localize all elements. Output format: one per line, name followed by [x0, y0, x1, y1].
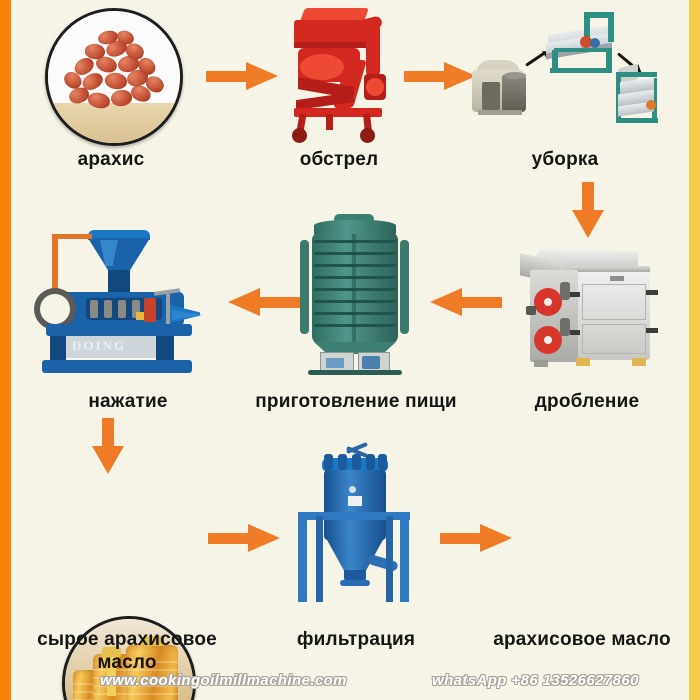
step-label-cooking: приготовление пищи [255, 391, 457, 412]
right-border-stripe [689, 0, 700, 700]
footer-contact: whatsApp +86 13526627860 [432, 672, 639, 689]
step-image-cooking [296, 214, 416, 376]
step-label-crushing: дробление [534, 391, 640, 412]
step-label-filtering: фильтрация [296, 629, 416, 650]
flow-arrow-peanut-to-shelling [206, 62, 278, 90]
flow-arrow-pressing-to-crude-oil [92, 418, 124, 474]
flow-arrow-cleaning-to-crushing [572, 182, 604, 238]
flow-arrow-filtering-to-final-oil [440, 524, 512, 552]
flow-arrow-crushing-to-cooking [430, 288, 502, 316]
flow-arrow-shelling-to-cleaning [404, 62, 476, 90]
step-image-peanut [45, 8, 183, 146]
step-label-pressing: нажатие [88, 391, 168, 412]
step-label-crude-oil: сырое арахисовое масло [37, 629, 217, 673]
step-image-shelling [280, 4, 398, 144]
press-brand-text: DOING [72, 338, 127, 353]
step-label-peanut: арахис [77, 149, 145, 170]
step-image-pressing: DOING [26, 226, 222, 376]
footer-website: www.cookingoilmillmachine.com [100, 672, 347, 689]
step-label-cleaning: уборка [531, 149, 599, 170]
flow-arrow-cooking-to-pressing [228, 288, 300, 316]
connector-arrow-1 [525, 51, 546, 67]
step-image-crude-oil [62, 616, 196, 700]
step-label-shelling: обстрел [299, 149, 379, 170]
step-image-crushing [508, 244, 660, 380]
left-border-stripe [0, 0, 11, 700]
step-label-final-oil: арахисовое масло [493, 629, 671, 650]
step-image-filtering [292, 442, 418, 612]
step-image-cleaning [468, 4, 660, 144]
flow-arrow-crude-oil-to-filtering [208, 524, 280, 552]
